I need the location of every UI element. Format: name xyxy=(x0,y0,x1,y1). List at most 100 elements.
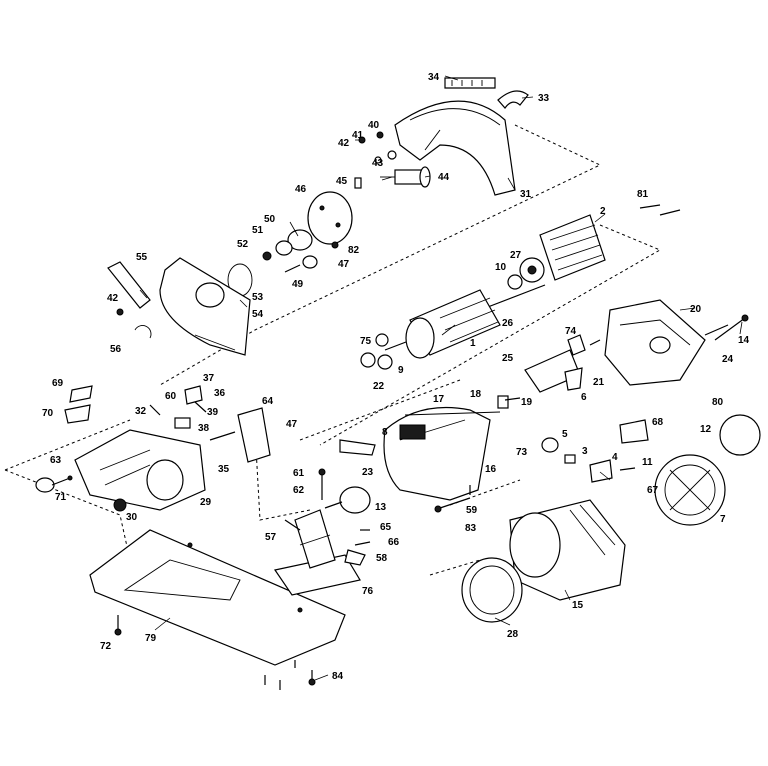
guard-lever xyxy=(497,90,529,109)
callout-leaders xyxy=(139,75,743,681)
callout-66: 66 xyxy=(388,537,400,548)
armature-bearings xyxy=(360,333,393,370)
brush-holder xyxy=(524,334,601,393)
callout-2: 2 xyxy=(600,206,606,217)
callout-74: 74 xyxy=(565,326,577,337)
callout-17: 17 xyxy=(433,394,445,405)
callout-6: 6 xyxy=(581,392,587,403)
spacer xyxy=(113,498,127,512)
callout-75: 75 xyxy=(360,336,372,347)
callout-50: 50 xyxy=(264,214,276,225)
callout-43: 43 xyxy=(372,158,384,169)
callout-68: 68 xyxy=(652,417,664,428)
callout-25: 25 xyxy=(502,353,514,364)
callout-69: 69 xyxy=(52,378,64,389)
fan-baffle xyxy=(654,454,726,526)
bracket-screws xyxy=(318,468,471,566)
depth-adjust-knob xyxy=(35,475,73,493)
callout-21: 21 xyxy=(593,377,605,388)
end-cap xyxy=(719,414,761,456)
callout-23: 23 xyxy=(362,467,374,478)
bevel-pivot-bracket xyxy=(274,509,361,596)
housing-screws xyxy=(639,204,749,341)
callout-82: 82 xyxy=(348,245,360,256)
callout-39: 39 xyxy=(207,407,219,418)
switch-cover xyxy=(619,419,649,444)
depth-scale-strip xyxy=(444,77,496,89)
callout-16: 16 xyxy=(485,464,497,475)
callout-10: 10 xyxy=(495,262,507,273)
motor-bearing xyxy=(507,257,545,290)
bevel-bracket xyxy=(209,407,271,463)
callout-22: 22 xyxy=(373,381,385,392)
callout-5: 5 xyxy=(562,429,568,440)
callout-42-lower: 42 xyxy=(107,293,119,304)
callout-36: 36 xyxy=(214,388,226,399)
saw-base-shoe xyxy=(89,529,346,666)
callout-41: 41 xyxy=(352,130,364,141)
motor-housing xyxy=(509,499,626,601)
callout-26: 26 xyxy=(502,318,514,329)
callout-63: 63 xyxy=(50,455,62,466)
bevel-lock-knob xyxy=(324,486,371,514)
callout-76: 76 xyxy=(362,586,374,597)
gear-housing xyxy=(604,299,706,386)
callout-9: 9 xyxy=(398,365,404,376)
callout-80: 80 xyxy=(712,397,724,408)
callout-55: 55 xyxy=(136,252,148,263)
callout-64: 64 xyxy=(262,396,274,407)
armature xyxy=(384,289,501,359)
callout-15: 15 xyxy=(572,600,584,611)
callout-33: 33 xyxy=(538,93,550,104)
callout-3: 3 xyxy=(582,446,588,457)
callout-56: 56 xyxy=(110,344,122,355)
callout-12: 12 xyxy=(700,424,712,435)
callout-14: 14 xyxy=(738,335,750,346)
callout-65: 65 xyxy=(380,522,392,533)
callout-27: 27 xyxy=(510,250,522,261)
arbor-spindle xyxy=(380,166,431,188)
upper-blade-guard xyxy=(394,100,516,196)
lower-blade-guard xyxy=(159,257,251,356)
callout-46: 46 xyxy=(295,184,307,195)
through-bolt xyxy=(479,284,546,311)
callout-71: 71 xyxy=(55,492,67,503)
callout-numbers: 34 33 31 42 41 40 43 45 44 46 50 51 52 8… xyxy=(42,72,750,682)
callout-31: 31 xyxy=(520,189,532,200)
callout-47-bracket: 47 xyxy=(286,419,298,430)
callout-59: 59 xyxy=(466,505,478,516)
field-stator xyxy=(539,214,606,281)
callout-8: 8 xyxy=(382,427,388,438)
handle-housing xyxy=(383,406,501,501)
brush-caps xyxy=(541,437,636,483)
callout-57: 57 xyxy=(265,532,277,543)
callout-40: 40 xyxy=(368,120,380,131)
callout-35: 35 xyxy=(218,464,230,475)
callout-84: 84 xyxy=(332,671,344,682)
bevel-clamp-parts xyxy=(64,385,207,429)
callout-47: 47 xyxy=(338,259,350,270)
callout-32: 32 xyxy=(135,406,147,417)
callout-7: 7 xyxy=(720,514,726,525)
callout-52: 52 xyxy=(237,239,249,250)
cord-clamp xyxy=(339,439,376,456)
callout-73: 73 xyxy=(516,447,528,458)
base-screws xyxy=(114,615,316,690)
callout-70: 70 xyxy=(42,408,54,419)
lower-guard-lever xyxy=(107,261,152,339)
callout-24: 24 xyxy=(722,354,734,365)
callout-79: 79 xyxy=(145,633,157,644)
callout-58: 58 xyxy=(376,553,388,564)
callout-62: 62 xyxy=(293,485,305,496)
callout-1: 1 xyxy=(470,338,476,349)
callout-83: 83 xyxy=(465,523,477,534)
callout-19: 19 xyxy=(521,397,533,408)
callout-42: 42 xyxy=(338,138,350,149)
fan-ring xyxy=(461,557,523,623)
callout-54: 54 xyxy=(252,309,264,320)
callout-53: 53 xyxy=(252,292,264,303)
motor-frame-casting xyxy=(74,429,206,511)
trigger-switch xyxy=(497,395,521,409)
callout-51: 51 xyxy=(252,225,264,236)
